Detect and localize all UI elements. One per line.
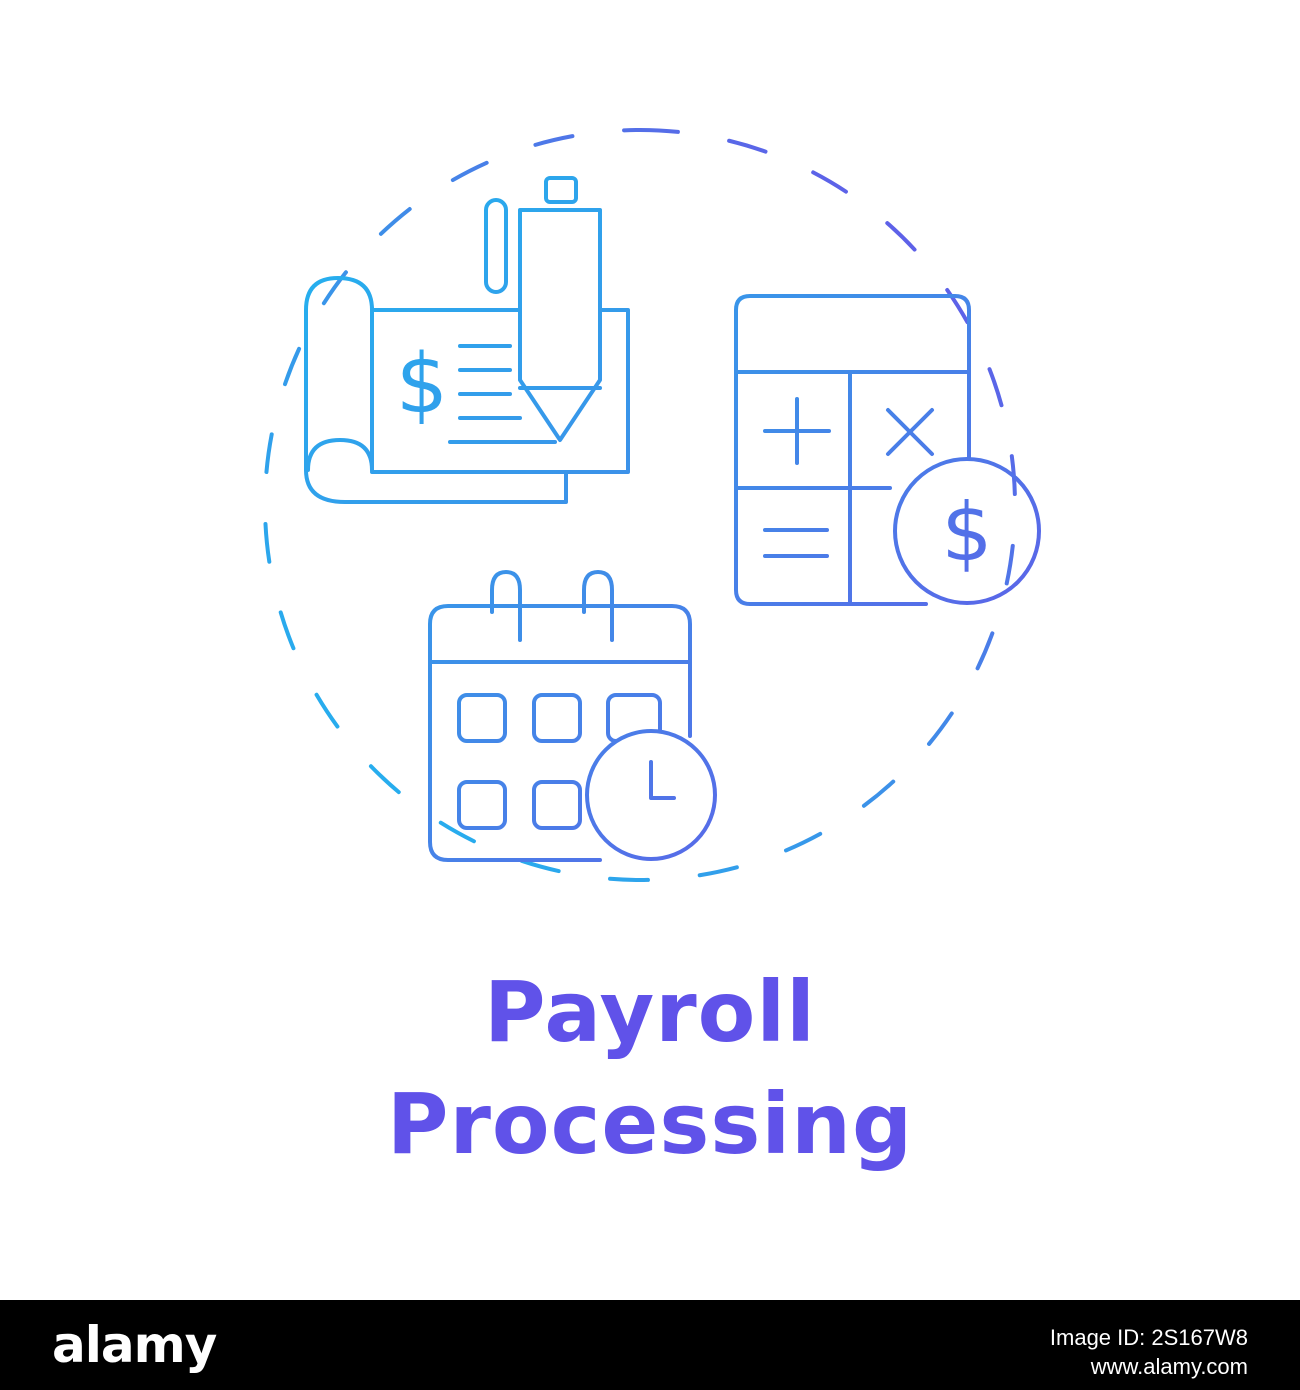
illustration: $ $ (263, 128, 1041, 882)
watermark-footer: alamy Image ID: 2S167W8 www.alamy.com (0, 1300, 1300, 1390)
title-line-2: Processing (386, 1075, 914, 1173)
image-meta: Image ID: 2S167W8 www.alamy.com (1050, 1324, 1248, 1381)
brand-logo: alamy (52, 1316, 217, 1374)
check-with-pen-icon (304, 176, 630, 504)
coin-dollar-symbol: $ (942, 486, 993, 579)
image-id: Image ID: 2S167W8 (1049, 1325, 1248, 1350)
site-url: www.alamy.com (1090, 1353, 1248, 1379)
dashed-circle-frame (263, 128, 1017, 882)
check-dollar-symbol: $ (396, 337, 448, 432)
calculator-dollar-icon (734, 294, 1041, 606)
calendar-clock-icon (428, 570, 717, 862)
title-line-1: Payroll (484, 963, 816, 1061)
